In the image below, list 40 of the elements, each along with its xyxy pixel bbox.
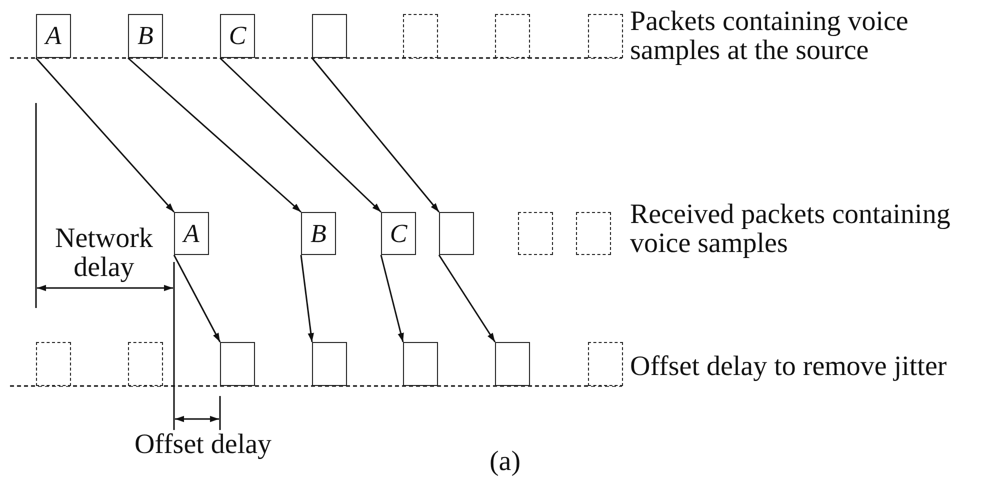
packet-box (220, 14, 255, 58)
empty-slot-box (588, 14, 623, 58)
packet-box (439, 212, 474, 255)
packet-box (403, 342, 438, 386)
packet-box (312, 342, 347, 386)
packet-box (495, 342, 530, 386)
empty-slot-box (36, 342, 71, 386)
packet-letter: C (228, 23, 246, 49)
arrow (380, 254, 404, 342)
arrow (128, 57, 302, 213)
figure-caption: (a) (489, 446, 521, 477)
empty-slot-box (403, 14, 438, 58)
packet-box (36, 14, 71, 58)
packet-letter: B (138, 23, 154, 49)
packet-letter: A (184, 220, 200, 246)
packet-letter: A (46, 23, 62, 49)
empty-slot-box (576, 212, 611, 255)
empty-slot-box (588, 342, 623, 386)
arrow (219, 57, 382, 213)
packet-box (301, 212, 336, 255)
row-label: Packets containing voice samples at the source (630, 6, 908, 66)
empty-slot-box (495, 14, 530, 58)
arrow (173, 254, 221, 342)
arrow (300, 254, 314, 342)
row-label: Received packets containing voice samples (630, 199, 950, 259)
arrow (35, 58, 175, 212)
dimension-label: Network delay (55, 223, 153, 283)
packet-box (174, 212, 209, 255)
packet-letter: C (390, 220, 408, 246)
packet-letter: B (310, 220, 326, 246)
empty-slot-box (518, 212, 553, 255)
row-label: Offset delay to remove jitter (630, 351, 947, 382)
empty-slot-box (128, 342, 163, 386)
arrow (311, 58, 440, 212)
packet-box (220, 342, 255, 386)
packet-box (128, 14, 163, 58)
dimension-label: Offset delay (134, 429, 272, 460)
packet-box (381, 212, 416, 255)
arrow (438, 254, 496, 342)
packet-box (312, 14, 347, 58)
